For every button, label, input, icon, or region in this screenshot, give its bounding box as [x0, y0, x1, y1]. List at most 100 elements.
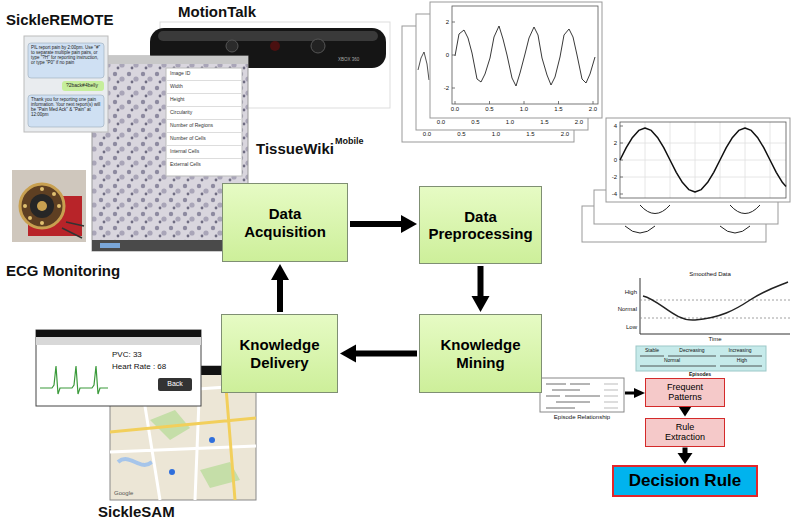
- process-box: Data Preprocessing: [419, 186, 542, 264]
- arrow-shaft: [353, 351, 417, 357]
- episode-line: [546, 384, 600, 408]
- flow-arrow: [340, 345, 417, 363]
- axis-tick: -2: [612, 174, 617, 181]
- axis-tick: 2: [446, 19, 449, 26]
- message-bubble: [62, 81, 104, 91]
- top-bar: [92, 56, 248, 64]
- smoothed-curve: [643, 282, 788, 320]
- curve-part: [640, 205, 760, 214]
- app-name: SickleSAM: [98, 503, 175, 520]
- flow-arrow: [472, 266, 490, 312]
- solder-dot: [57, 204, 61, 208]
- episode-name: Increasing: [728, 348, 751, 354]
- sensor-core: [30, 194, 54, 218]
- chart-axis: [640, 278, 790, 334]
- level-name: Normal: [618, 306, 637, 313]
- episode-relationship-figure: [540, 378, 645, 412]
- sensor-ring: [20, 184, 64, 228]
- device-brand: XBOX 360: [338, 57, 359, 62]
- curve-part: [625, 226, 750, 233]
- arrow-head: [679, 407, 692, 417]
- flow-arrow: [625, 392, 635, 395]
- field-name: Number of Cells: [170, 136, 206, 142]
- axis-tick: 0.0: [437, 119, 445, 126]
- arrow-shaft: [350, 221, 404, 227]
- figure-frame: [540, 378, 624, 412]
- chart-panel: [606, 118, 790, 202]
- map-credit: Google: [114, 490, 133, 497]
- row-rule: [166, 93, 242, 94]
- step-box: Frequent Patterns: [645, 378, 725, 407]
- grid-line: [620, 122, 786, 198]
- axis-tick: 1.5: [554, 106, 562, 113]
- box-label: Data Acquisition: [232, 205, 338, 240]
- wire: [62, 222, 84, 238]
- axis-tick: 2: [614, 140, 617, 147]
- chart-panel: [430, 2, 602, 118]
- axis-tick: 2.0: [575, 119, 583, 126]
- box-label: Frequent Patterns: [659, 382, 711, 403]
- arrow-head: [634, 388, 645, 398]
- flow-arrow: [679, 407, 692, 417]
- chart-title: Smoothed Data: [689, 271, 731, 278]
- message-bubble: [28, 95, 104, 127]
- step-box: Rule Extraction: [645, 418, 725, 447]
- arrow-head: [271, 264, 289, 280]
- episode-name: Stable: [645, 348, 659, 354]
- raw-signal-charts: [402, 2, 602, 142]
- episode-line: [640, 356, 762, 366]
- app-name: TissueWiki: [256, 140, 334, 157]
- axis-tick: 1.5: [526, 131, 534, 138]
- field-name: Internal Cells: [170, 149, 199, 155]
- sms-text: Thank you for reporting one pain informa…: [31, 97, 101, 117]
- level-name: High: [625, 289, 637, 296]
- flow-arrow: [350, 215, 417, 233]
- axis-tick: -2: [444, 85, 449, 92]
- arrow-shaft: [478, 266, 484, 299]
- kinect-gloss: [158, 31, 378, 41]
- row-rule: [166, 132, 242, 133]
- solder-dot: [52, 192, 56, 196]
- process-box: Knowledge Mining: [419, 314, 542, 393]
- plot-frame: [620, 122, 786, 198]
- axis-tick: 4: [614, 123, 617, 130]
- level-line: [640, 300, 790, 318]
- field-name: Image ID: [170, 71, 190, 77]
- episode-band: [636, 346, 766, 371]
- axis-title: Time: [708, 336, 721, 343]
- box-label: Data Preprocessing: [428, 208, 534, 243]
- episode-name: High: [737, 358, 747, 364]
- flow-arrow: [271, 264, 289, 312]
- message-bubble: [28, 43, 104, 78]
- sms-text: ?2back#4belly: [66, 83, 98, 89]
- row-rule: [166, 158, 242, 159]
- arrow-head: [401, 215, 417, 233]
- field-name: Number of Regions: [170, 123, 213, 129]
- axis-tick: 0.0: [423, 131, 431, 138]
- field-name: Circularity: [170, 110, 192, 116]
- sms-screenshot: [24, 36, 108, 132]
- axis-tick: 1.0: [492, 131, 500, 138]
- axis-tick: 0: [614, 157, 617, 164]
- level-name: Low: [626, 324, 637, 331]
- band-title: Episodes: [689, 372, 711, 378]
- side-panel: [166, 68, 242, 176]
- title-bar: [36, 337, 201, 345]
- plot-frame: [452, 6, 598, 104]
- phone-screenshot: [36, 330, 201, 406]
- smoothed-signal-charts: [582, 118, 790, 242]
- solder-dot: [23, 204, 27, 208]
- water: [118, 459, 152, 465]
- row-rule: [166, 80, 242, 81]
- solder-dot: [40, 221, 44, 225]
- arrow-head: [678, 453, 693, 464]
- map-marker: [209, 437, 215, 443]
- box-label: Rule Extraction: [659, 422, 711, 443]
- axis-tick: 1.0: [520, 106, 528, 113]
- kinect-lens: [311, 39, 325, 53]
- arrow-head: [472, 296, 490, 312]
- relation-line: [604, 384, 618, 408]
- sms-text: PIL report pain by 2:00pm. Use "#" to se…: [31, 45, 101, 65]
